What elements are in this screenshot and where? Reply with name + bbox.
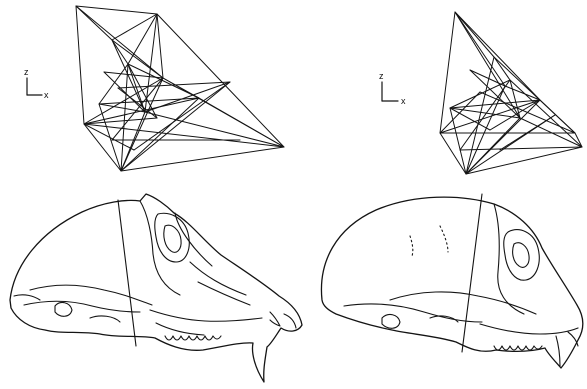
right-skull-drawing xyxy=(321,194,582,368)
right-x-axis-label: x xyxy=(401,96,406,106)
left-z-axis-label: z xyxy=(24,67,29,77)
left-axes-key: z x xyxy=(24,67,49,100)
left-truss-diagram xyxy=(76,6,284,171)
left-x-axis-label: x xyxy=(44,90,49,100)
right-truss-diagram xyxy=(440,12,582,174)
left-skull-drawing xyxy=(10,194,302,382)
right-z-axis-label: z xyxy=(379,71,384,81)
right-axes-key: z x xyxy=(379,71,406,106)
